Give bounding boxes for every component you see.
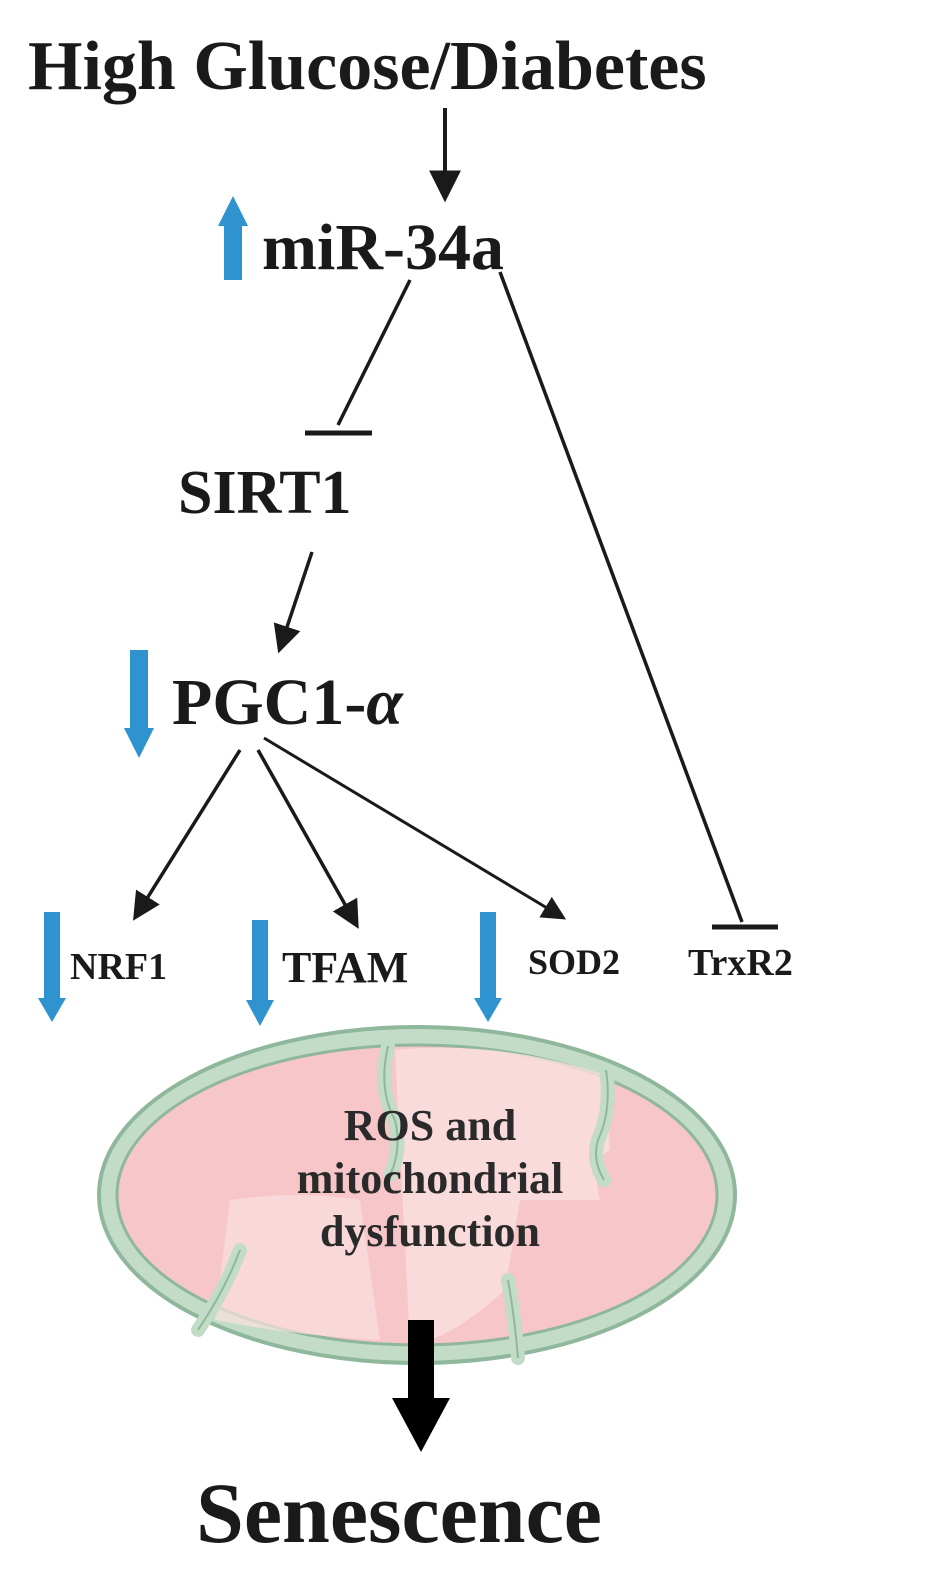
mitochondria-label: ROS and mitochondrial dysfunction [230,1100,630,1258]
node-trxr2: TrxR2 [688,942,793,984]
edge-pgc-sod2 [263,736,567,920]
mitochondrion-icon [97,1025,737,1365]
mito-label-line1: ROS and [343,1101,517,1150]
mito-label-line2: mitochondrial [296,1153,564,1203]
pgc-greek-label: α [366,666,403,739]
node-senescence: Senescence [196,1465,602,1561]
senescence-arrow-icon [392,1320,450,1452]
node-mir34a: miR-34a [262,211,504,284]
node-sod2: SOD2 [528,942,621,982]
edge-pgc-tfam [256,749,359,929]
edge-mir-trxr2-inhibition [498,271,778,930]
edge-sirt1-pgc [273,551,314,654]
mito-label-line3: dysfunction [319,1206,541,1256]
edge-mir-sirt1-inhibition [305,279,412,436]
up-regulation-arrow-icon [218,196,248,280]
edge-pgc-nrf1 [133,749,242,921]
down-regulation-arrow-icon [124,650,154,758]
node-sirt1: SIRT1 [178,459,352,527]
node-pgc1a: PGC1-α [172,670,403,736]
nrf1-down-arrow-icon [38,912,66,1022]
sod2-down-arrow-icon [474,912,502,1022]
title-high-glucose: High Glucose/Diabetes [28,28,707,105]
tfam-down-arrow-icon [246,920,274,1026]
node-tfam: TFAM [282,943,409,992]
pgc-label: PGC1- [172,666,367,739]
node-nrf1: NRF1 [70,946,168,988]
